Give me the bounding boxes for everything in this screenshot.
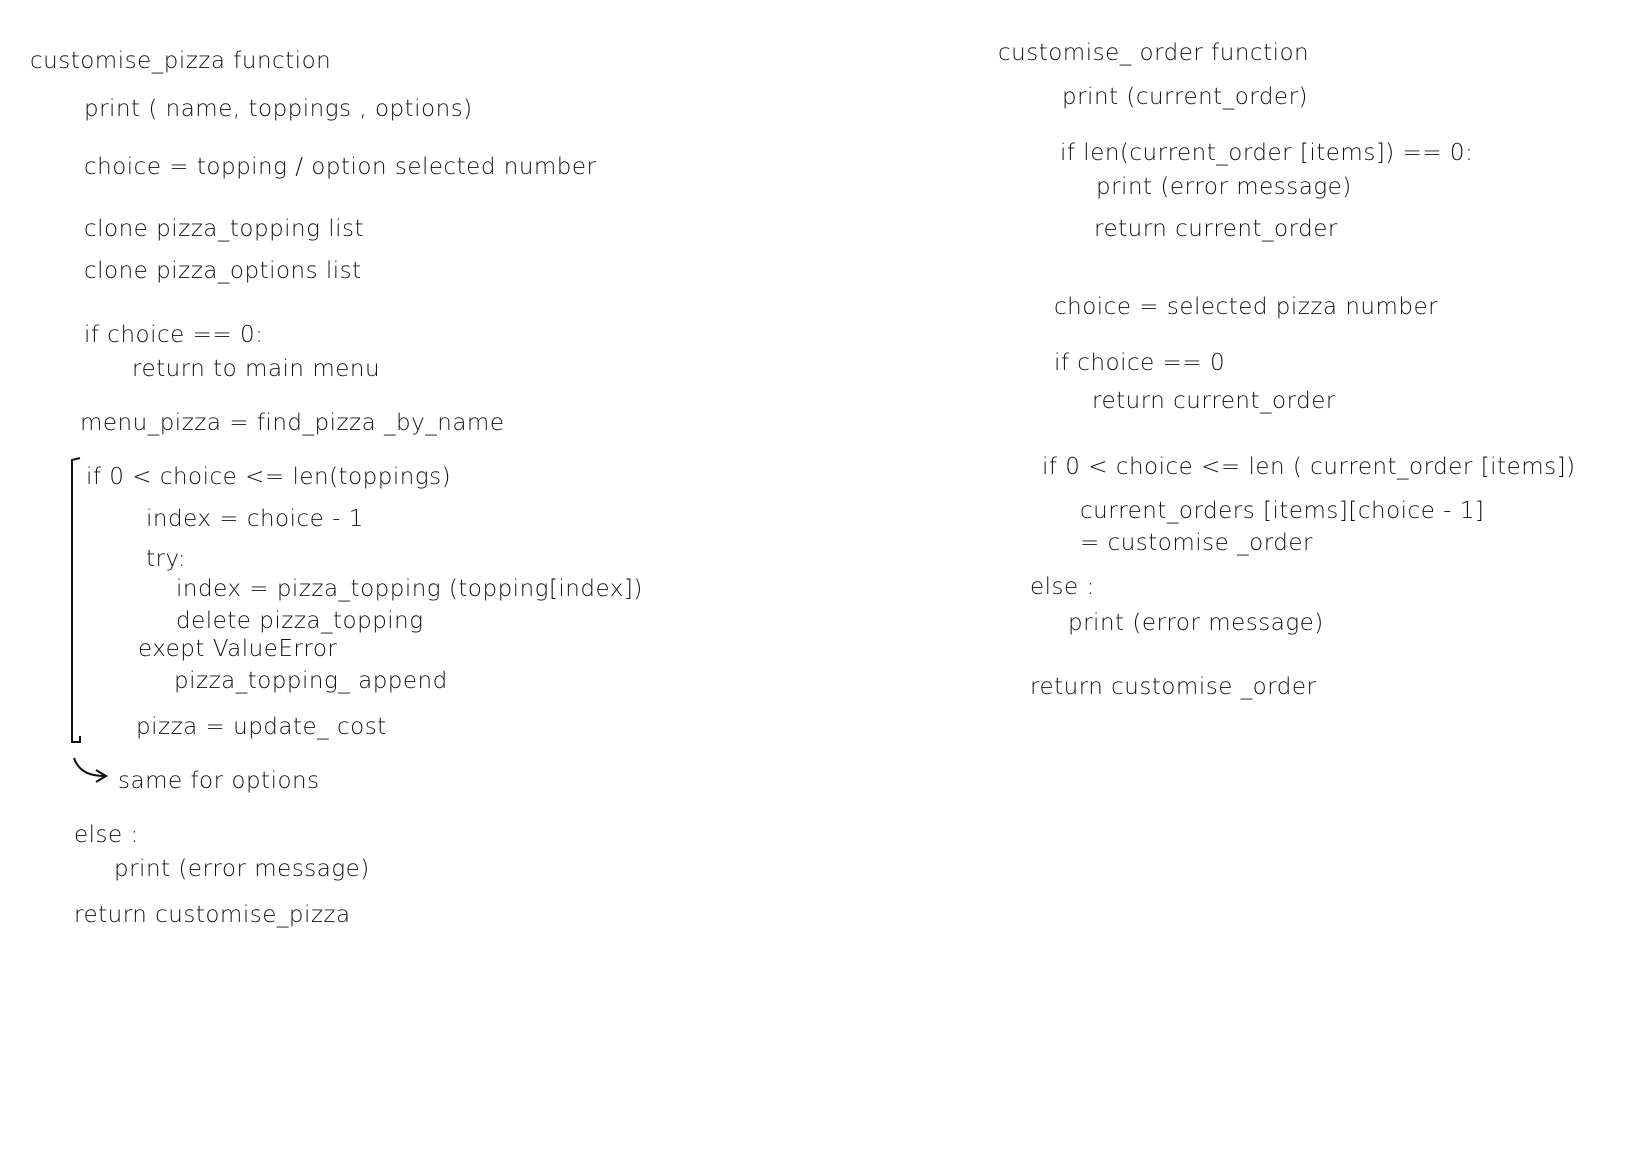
right-line-8: if 0 < choice <= len ( current_order [it… [1042,454,1576,480]
left-line-18: print (error message) [114,856,370,882]
left-line-13: exept ValueError [138,636,338,662]
left-line-12: delete pizza_topping [176,608,424,634]
curved-arrow [73,757,105,777]
left-line-8: if 0 < choice <= len(toppings) [86,464,452,490]
left-line-17: else : [74,822,139,848]
left-line-11: index = pizza_topping (topping[index]) [176,576,643,602]
left-line-5: if choice == 0: [84,322,264,348]
left-title: customise_pizza function [30,48,332,74]
left-line-4: clone pizza_options list [84,258,362,284]
right-line-6: if choice == 0 [1054,350,1226,376]
left-line-10: try: [146,546,187,572]
left-line-19: return customise_pizza [74,902,351,928]
right-line-12: print (error message) [1068,610,1324,636]
left-line-6: return to main menu [132,356,381,382]
right-title: customise_ order function [998,40,1310,66]
right-line-4: return current_order [1094,216,1338,242]
right-line-3: print (error message) [1096,174,1352,200]
right-line-7: return current_order [1092,388,1336,414]
right-line-5: choice = selected pizza number [1054,294,1439,320]
left-line-9: index = choice - 1 [146,506,364,532]
left-line-15: pizza = update_ cost [136,714,387,740]
right-line-13: return customise _order [1030,674,1317,700]
right-line-9: current_orders [items][choice - 1] [1080,498,1485,524]
right-line-1: print (current_order) [1062,84,1309,110]
left-line-14: pizza_topping_ append [174,668,448,694]
right-line-10: = customise _order [1080,530,1313,556]
left-line-3: clone pizza_topping list [84,216,365,242]
left-line-7: menu_pizza = find_pizza _by_name [80,410,505,436]
right-line-2: if len(current_order [items]) == 0: [1060,140,1474,166]
left-line-16: same for options [118,768,320,794]
right-line-11: else : [1030,574,1095,600]
left-bracket [71,457,81,743]
left-line-2: choice = topping / option selected numbe… [84,154,597,180]
left-line-1: print ( name, toppings , options) [84,96,473,122]
arrow-head [95,769,108,783]
